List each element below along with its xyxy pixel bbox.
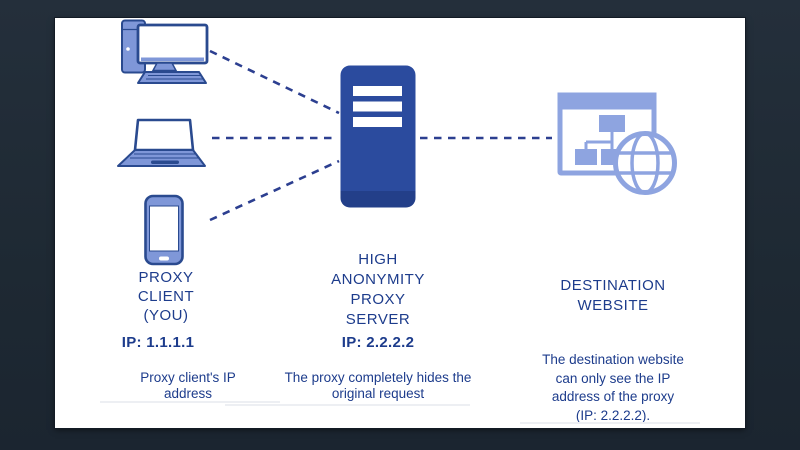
smartphone-icon — [144, 194, 184, 266]
description-line: address — [163, 385, 213, 401]
description-line: address of the proxy — [551, 389, 675, 404]
heading-line: PROXY — [138, 269, 194, 286]
proxy-client-description: Proxy client's IP address — [118, 370, 258, 401]
heading-line: DESTINATION — [560, 277, 666, 294]
server-tower-icon — [340, 65, 416, 208]
destination-website-description: The destination website can only see the… — [538, 351, 688, 425]
connector-phone-to-server — [209, 159, 340, 222]
divider-line — [520, 422, 700, 424]
heading-line: ANONYMITY — [331, 271, 425, 288]
proxy-server-ip: IP: 2.2.2.2 — [341, 334, 415, 351]
description-line: original request — [331, 385, 425, 401]
connector-desktop-to-server — [209, 49, 340, 115]
laptop-icon — [117, 118, 206, 167]
proxy-server-heading: HIGH ANONYMITY PROXY SERVER — [298, 250, 458, 330]
divider-line — [100, 401, 280, 403]
description-line: The proxy completely hides the — [284, 370, 472, 385]
website-globe-icon — [557, 92, 677, 195]
proxy-client-heading: PROXY CLIENT (YOU) — [106, 268, 226, 325]
heading-line: (YOU) — [143, 307, 189, 324]
description-line: can only see the IP — [555, 370, 671, 386]
proxy-server-description: The proxy completely hides the original … — [278, 370, 478, 401]
heading-line: SERVER — [345, 311, 411, 328]
heading-line: PROXY — [350, 291, 406, 308]
proxy-client-ip: IP: 1.1.1.1 — [121, 334, 195, 351]
desktop-computer-icon — [121, 19, 209, 84]
description-line: The destination website — [542, 352, 684, 367]
diagram-panel: PROXY CLIENT (YOU) IP: 1.1.1.1 Proxy cli… — [55, 18, 745, 428]
heading-line: WEBSITE — [577, 297, 649, 314]
description-line: (IP: 2.2.2.2). — [575, 407, 651, 423]
heading-line: HIGH — [358, 251, 398, 268]
divider-line — [225, 404, 470, 406]
heading-line: CLIENT — [137, 288, 195, 305]
description-line: Proxy client's IP — [140, 370, 236, 385]
destination-website-heading: DESTINATION WEBSITE — [543, 276, 683, 316]
connector-lines — [209, 49, 552, 222]
